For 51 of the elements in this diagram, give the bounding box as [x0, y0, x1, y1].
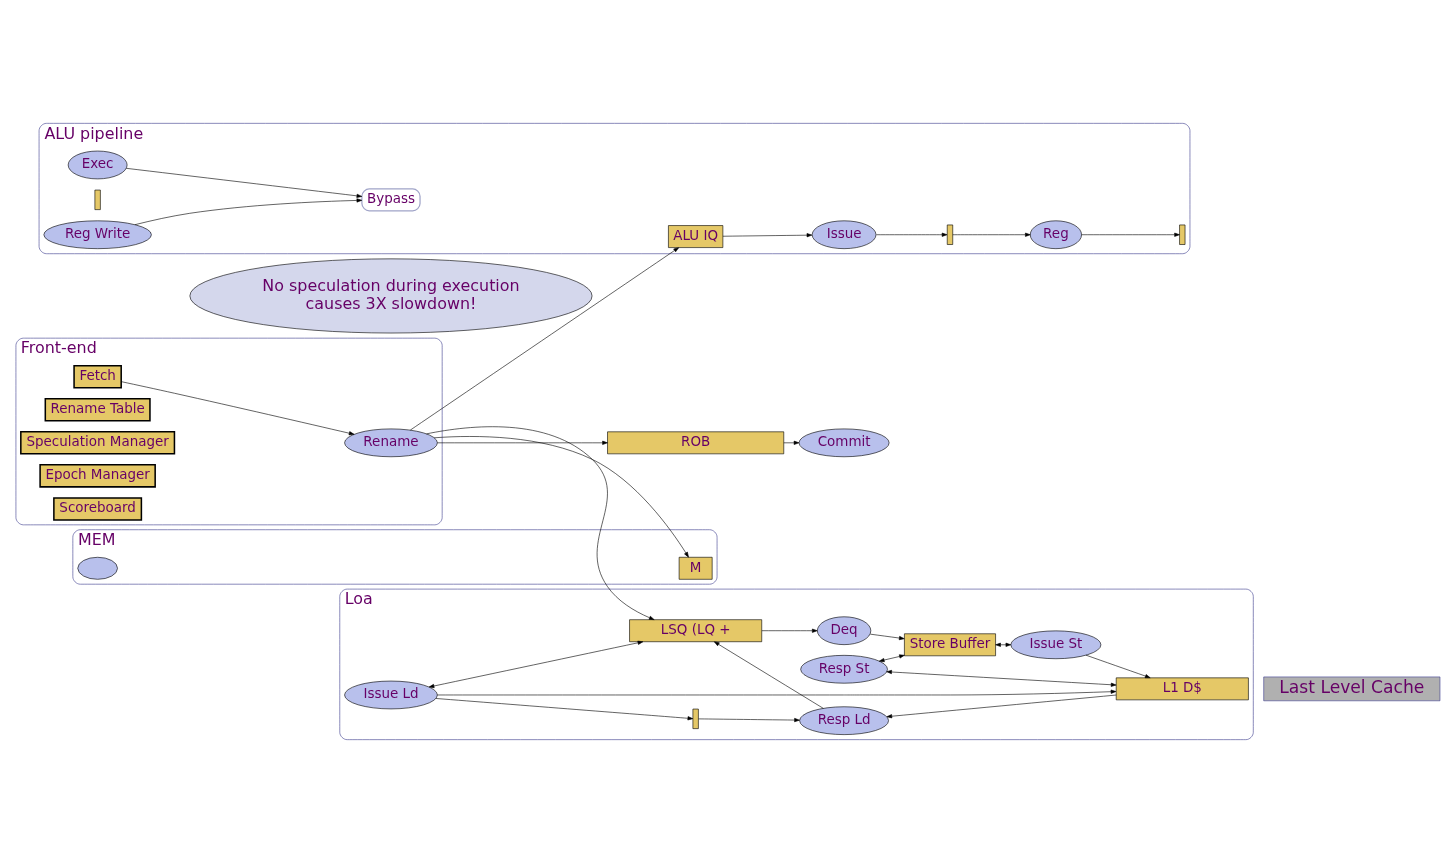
arrow	[870, 633, 905, 640]
arrow	[428, 640, 644, 688]
node-ellipse: Reg Write	[43, 220, 152, 249]
node-bar	[94, 189, 101, 210]
node-bar	[1179, 224, 1186, 245]
arrow	[426, 425, 655, 620]
node-ellipse: Deq	[817, 616, 872, 645]
arrow	[410, 246, 679, 430]
arrow	[886, 669, 1117, 687]
node-bar	[692, 708, 699, 729]
arrow	[125, 167, 363, 198]
arrow	[437, 440, 608, 445]
node-box: M	[678, 556, 713, 580]
arrow	[878, 653, 905, 662]
node-ellipse: Issue St	[1010, 630, 1102, 659]
node-box: Fetch	[73, 364, 122, 388]
arrow	[1085, 654, 1151, 678]
arrow	[886, 694, 1117, 718]
arrow	[995, 642, 1012, 647]
arrow	[876, 232, 948, 237]
node-box: Bypass	[361, 187, 421, 211]
node-box: L1 D$	[1115, 677, 1249, 700]
node-ellipse: Exec	[67, 150, 128, 179]
node-box: ROB	[607, 431, 785, 454]
node-box: Scoreboard	[53, 496, 143, 521]
arrow	[433, 435, 689, 557]
node-box: Epoch Manager	[39, 463, 156, 488]
arrow	[134, 197, 363, 225]
node-box: Store Buffer	[904, 632, 996, 656]
arrow	[120, 380, 355, 435]
node-ellipse: Issue	[811, 220, 877, 249]
arrow	[783, 440, 800, 445]
node-box: Speculation Manager	[20, 430, 176, 455]
node-ellipse: Reg	[1029, 220, 1082, 249]
node-ellipse: Resp Ld	[799, 705, 889, 735]
node-bar	[946, 224, 954, 245]
node-cloud	[77, 556, 118, 580]
node-box: Rename Table	[44, 397, 151, 422]
arrow	[698, 717, 800, 722]
arrow	[952, 232, 1031, 237]
arrow	[722, 232, 813, 237]
arrow	[435, 697, 694, 720]
node-box: Last Level Cache	[1263, 676, 1441, 701]
node-ellipse: No speculation during execution causes 3X slowdown!	[189, 258, 593, 333]
node-box: LSQ (LQ +	[629, 618, 763, 642]
arrow	[1081, 232, 1180, 237]
node-ellipse: Commit	[798, 428, 890, 457]
arrow	[437, 689, 1117, 695]
arrow	[761, 628, 818, 633]
arrow	[714, 640, 824, 709]
node-box: ALU IQ	[668, 224, 724, 248]
